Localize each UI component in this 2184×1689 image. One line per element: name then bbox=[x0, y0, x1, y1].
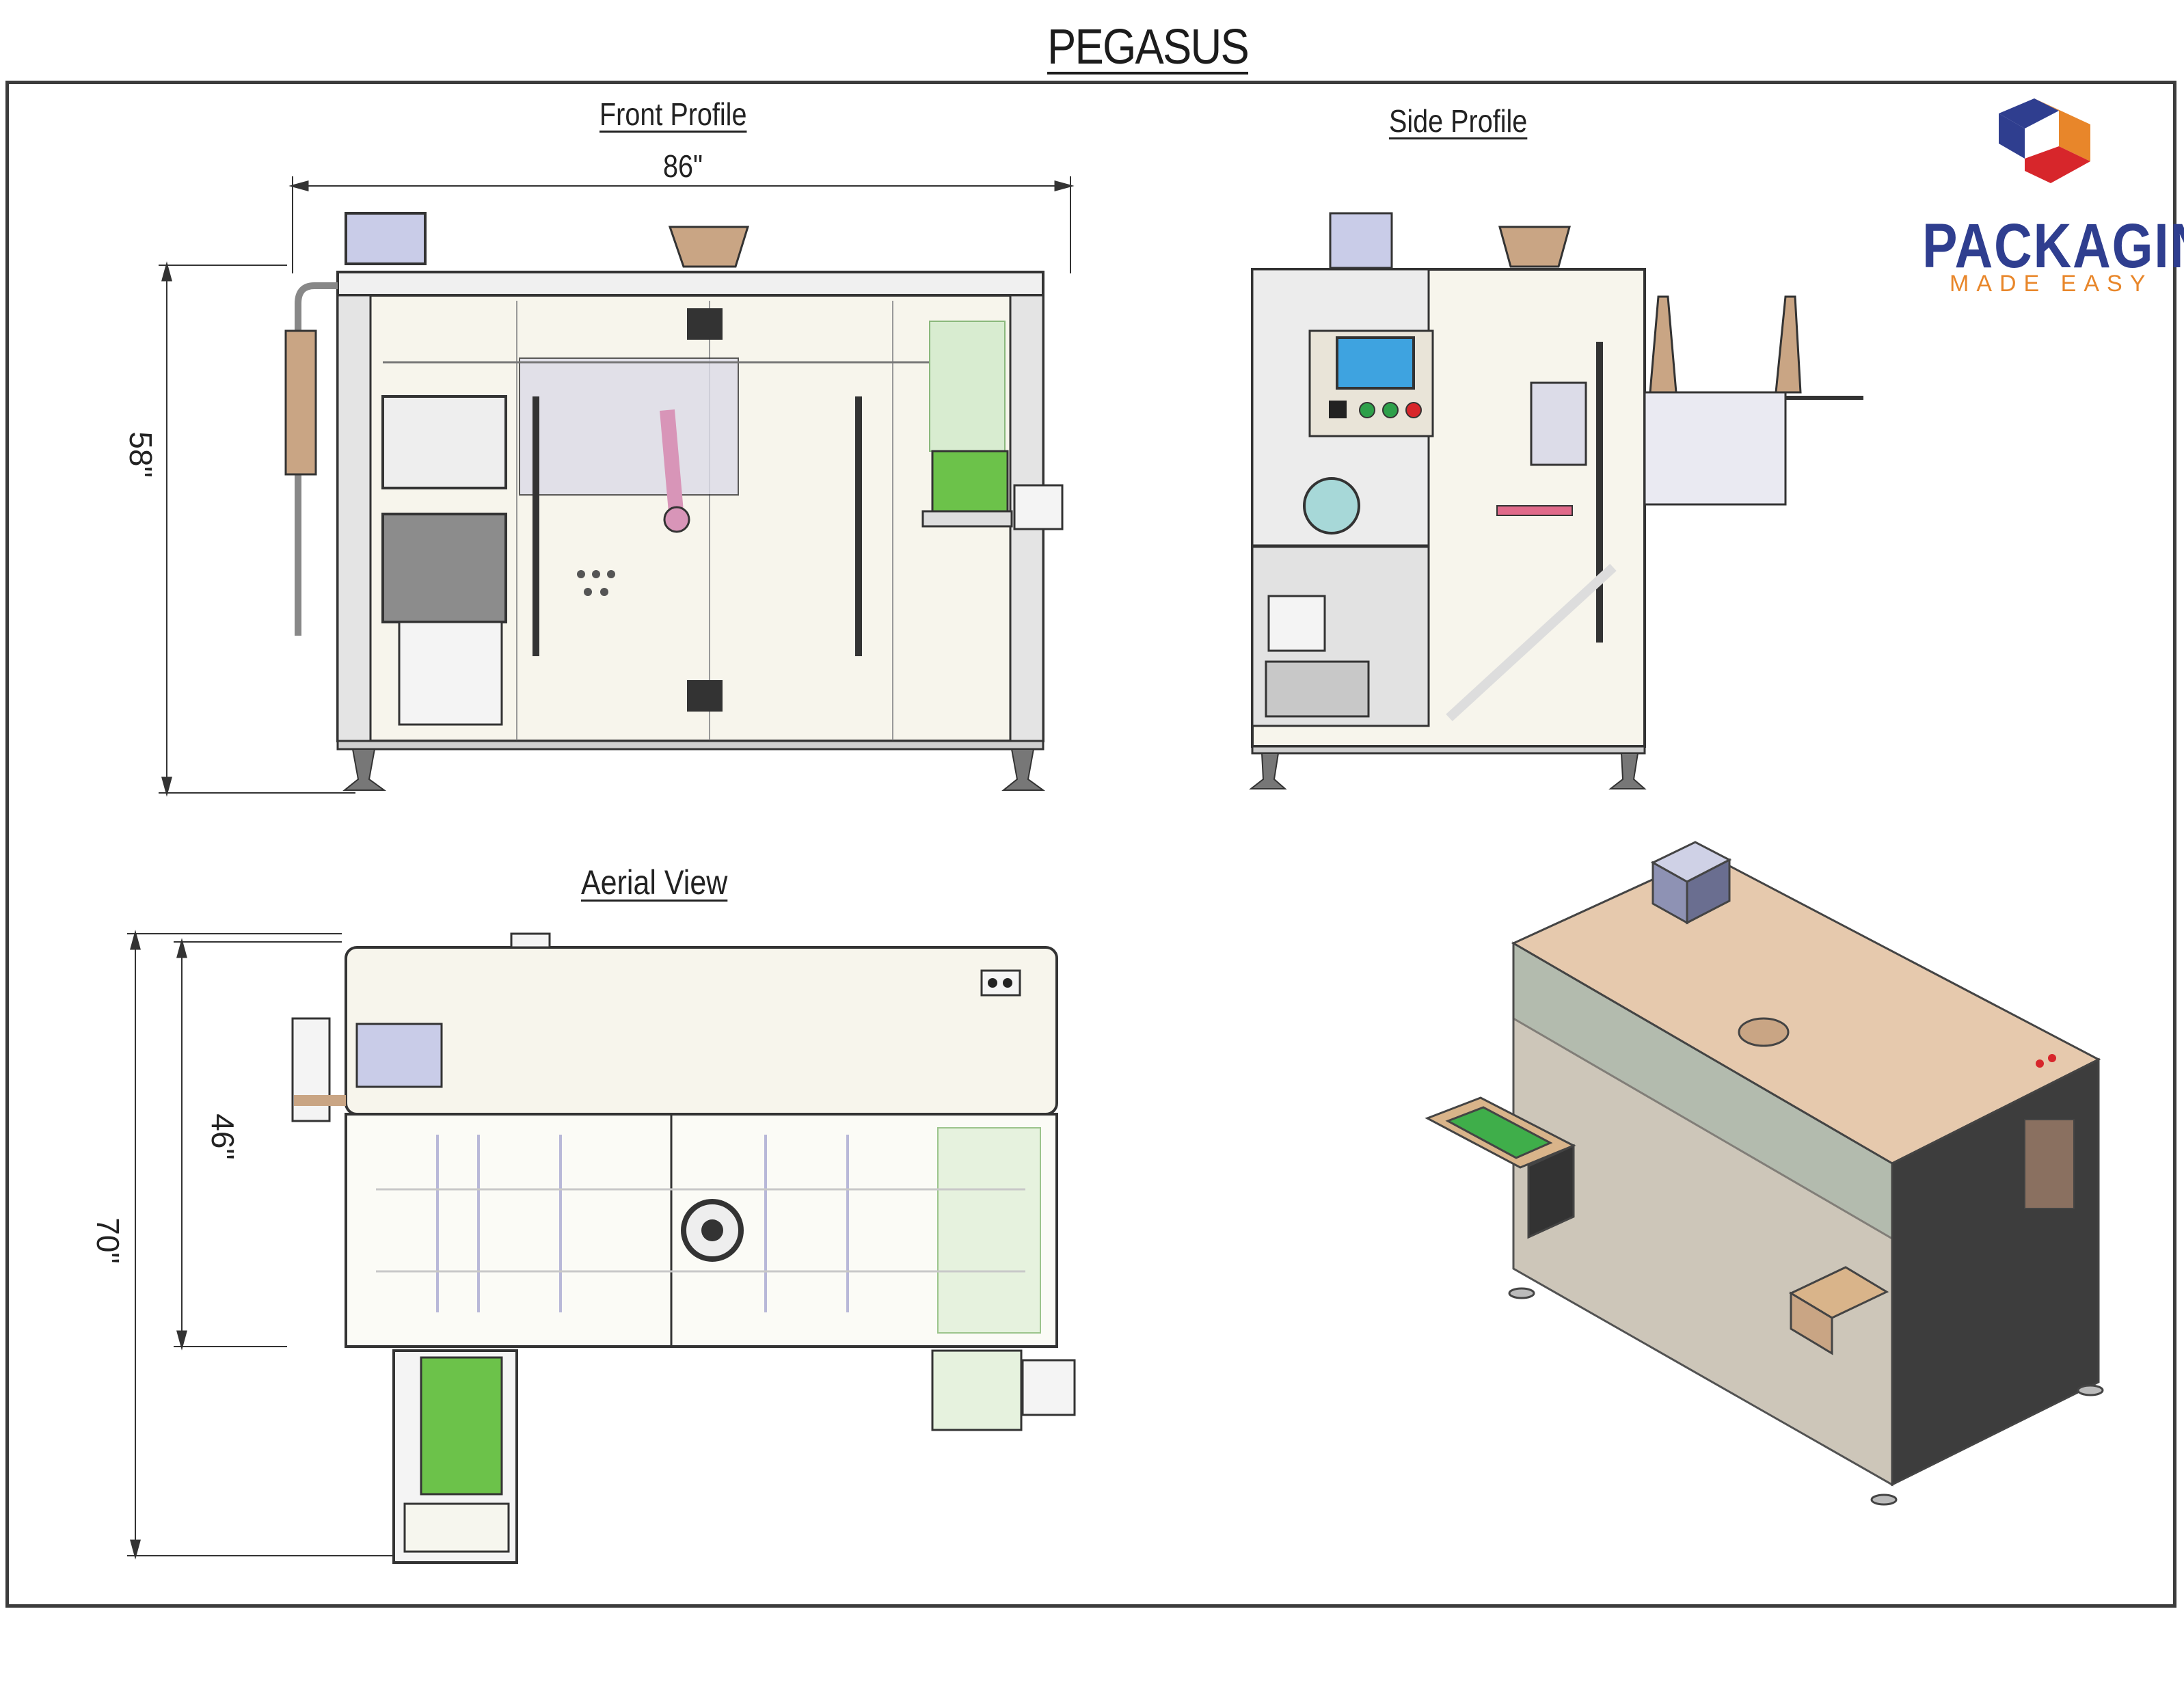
page-title: PEGASUS bbox=[1047, 20, 1250, 75]
drawing-frame bbox=[5, 81, 2176, 1608]
aerial-view-label: Aerial View bbox=[581, 863, 728, 902]
logo-tagline: MADE EASY bbox=[1950, 271, 2153, 297]
logo-wordmark: PACKAGING bbox=[1922, 211, 2184, 281]
aerial-view-drawing bbox=[127, 930, 1076, 1564]
front-width-dimension: 86" bbox=[663, 148, 703, 184]
front-profile-drawing bbox=[159, 176, 1075, 797]
isometric-view-drawing bbox=[1425, 841, 2104, 1506]
front-profile-label: Front Profile bbox=[599, 96, 747, 132]
packaging-made-easy-logo-mark bbox=[1999, 98, 2090, 183]
side-profile-label: Side Profile bbox=[1389, 103, 1528, 139]
side-profile-drawing bbox=[1249, 212, 1863, 789]
